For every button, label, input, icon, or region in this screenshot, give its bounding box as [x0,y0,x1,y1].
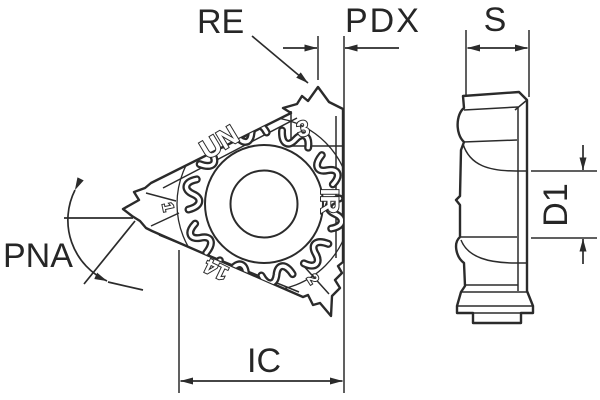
insert-front-view: UN IR 14 3 1 2 [121,85,345,318]
ic-dimension: IC [178,250,343,393]
pna-flank-line [83,220,136,285]
pna-angle-arc [67,177,108,282]
side-view-outline [454,90,535,325]
side-relief-curve-lower [460,239,517,264]
d1-dimension: D1 [531,145,597,264]
re-dimension: RE [197,3,309,84]
side-crest-line-upper [462,139,518,143]
insert-side-view [454,90,535,325]
pdx-dimension: PDX [283,2,421,393]
d1-label: D1 [537,183,575,226]
side-top-face-line [463,106,519,111]
side-chamfer-line [514,99,528,111]
pna-dimension: PNA [3,177,144,291]
re-label: RE [197,3,244,41]
s-label: S [484,1,507,39]
re-leader-line [251,35,309,84]
center-hole [229,169,299,239]
ic-label: IC [247,342,281,380]
side-relief-curve-upper [462,143,517,172]
s-dimension: S [465,1,530,97]
pna-arc-tail [107,281,144,291]
center-hole-boss [204,144,324,264]
pna-label: PNA [3,237,73,275]
marking-designation: IR [315,189,343,214]
land-line-top-edge [162,117,298,189]
pdx-label: PDX [345,2,421,40]
corner1-facet-a [145,192,177,202]
corner1-facet-b [150,212,180,227]
